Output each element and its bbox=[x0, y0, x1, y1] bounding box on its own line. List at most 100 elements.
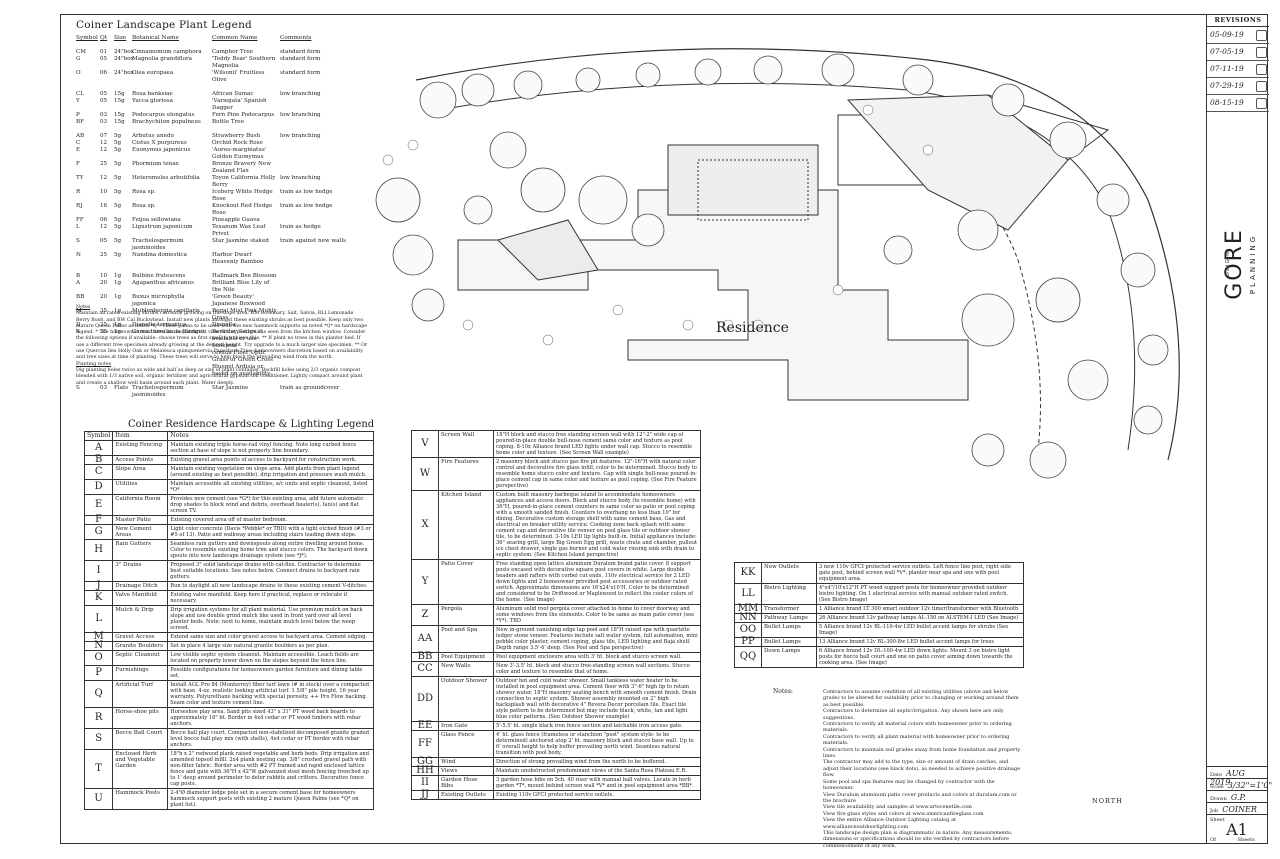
plant-group-gap bbox=[76, 126, 366, 133]
legend-notes: 2 masonry block and stucco gas fire pit … bbox=[493, 457, 701, 491]
legend-notes: Run to daylight all new landscape drains… bbox=[167, 581, 374, 591]
legend-notes: Light color concrete (Davis *Pebble* or … bbox=[167, 524, 374, 540]
plant-cell: Brilliant Blue Lily of the Nile bbox=[212, 280, 270, 293]
plant-cell: 24"box bbox=[114, 56, 134, 62]
plant-cell: Heteromeles arbutifolia bbox=[132, 175, 200, 181]
plant-cell: 5g bbox=[114, 161, 122, 167]
general-note-line: View fire glass styles and colors at www… bbox=[823, 810, 984, 817]
plant-cell: 35 bbox=[100, 329, 108, 335]
legend-item: Views bbox=[438, 766, 494, 776]
field-value: G.P. bbox=[1230, 793, 1246, 802]
general-note-line: Contractors to maintain soil grades away… bbox=[823, 746, 1021, 760]
plant-cell: Buxus microphylla japonica bbox=[132, 294, 185, 307]
plant-cell: 5g bbox=[114, 140, 122, 146]
legend-notes: 13 Alliance brand 12v BL-300-8w LED bull… bbox=[816, 637, 1024, 647]
legend-symbol: AA bbox=[411, 625, 439, 653]
legend-item: Bocce Ball Court bbox=[112, 728, 169, 750]
legend-notes: Extend same size and color gravel access… bbox=[167, 632, 374, 642]
header-item: Item bbox=[112, 431, 169, 441]
legend-notes: New in-ground vanishing edge lap pool an… bbox=[493, 625, 701, 653]
plant-cell: 15g bbox=[114, 98, 125, 104]
legend-symbol: DD bbox=[411, 676, 439, 722]
hardscape-legend-title: Coiner Residence Hardscape & Lighting Le… bbox=[128, 419, 375, 430]
plant-cell: Bottle Tree bbox=[212, 119, 244, 125]
plant-cell: BB bbox=[76, 294, 85, 300]
legend-symbol: S bbox=[83, 728, 114, 750]
plant-cell bbox=[280, 119, 366, 126]
plant-cell: E bbox=[76, 147, 81, 153]
plant-cell: Euonymus japonicus bbox=[132, 147, 191, 153]
plant-cell bbox=[280, 161, 366, 175]
plant-cell: Arbutus unedo bbox=[132, 133, 174, 139]
plant-cell: A bbox=[76, 280, 81, 286]
legend-notes: Set in place 4 large size natural granit… bbox=[167, 641, 374, 651]
legend-item: Down Lamps bbox=[761, 646, 817, 668]
plant-cell: O bbox=[76, 70, 81, 76]
legend-item: Existing Fencing bbox=[112, 440, 169, 456]
plant-cell bbox=[280, 252, 366, 266]
legend-symbol: LL bbox=[734, 583, 762, 605]
legend-notes: Direction of strong prevailing wind from… bbox=[493, 757, 701, 767]
legend-symbol: D bbox=[83, 479, 114, 495]
legend-item: Slope Area bbox=[112, 464, 169, 480]
plant-cell: Magnolia grandiflora bbox=[132, 56, 192, 62]
legend-item: Pool Equipment bbox=[438, 652, 494, 662]
plant-cell: 5g bbox=[114, 252, 122, 258]
plant-cell: Bronze Bravery New Zealand Flax bbox=[212, 161, 271, 174]
field-value: 3/32"=1'0" bbox=[1227, 781, 1273, 790]
plant-group-gap bbox=[76, 84, 366, 91]
plant-cell: Feijoa sellowiana bbox=[132, 217, 181, 223]
legend-notes: Free standing open lattice aluminum Dura… bbox=[493, 559, 701, 605]
plant-cell: CM bbox=[76, 49, 87, 55]
legend-notes: Existing covered area off of master bedr… bbox=[167, 515, 374, 525]
legend-item: 3" Drains bbox=[112, 560, 169, 582]
plant-cell: P bbox=[76, 112, 80, 118]
legend-item: Granite Boulders bbox=[112, 641, 169, 651]
legend-notes: Outdoor hot and cold water shower. Small… bbox=[493, 676, 701, 722]
plant-cell: standard form bbox=[280, 56, 321, 62]
legend-notes: Horseshoe play area. Sand pits sized 43"… bbox=[167, 707, 374, 729]
legend-notes: 3 new 110v GFCI protected service outlet… bbox=[816, 562, 1024, 584]
drawing-sheet-border bbox=[60, 14, 1268, 844]
legend-symbol: JJ bbox=[411, 790, 439, 800]
legend-symbol: Z bbox=[411, 604, 439, 626]
revision-date: 07-29-19 bbox=[1207, 78, 1269, 95]
plant-cell: Olea europaea bbox=[132, 70, 174, 76]
plant-cell: Cistus X purpureus bbox=[132, 140, 187, 146]
plant-cell: 1g bbox=[114, 294, 122, 300]
legend-notes: 3 garden hose bibs on 5ch. 40 riser with… bbox=[493, 775, 701, 791]
legend-notes: Maintain existing vegetation on slope ar… bbox=[167, 464, 374, 480]
legend-symbol: PP bbox=[734, 637, 762, 647]
logo-designer: Brad Gore bbox=[1225, 251, 1231, 276]
sheet-number-box: Sheet A1 Of Sheets bbox=[1207, 814, 1267, 844]
plant-cell: Strawberry Bush bbox=[212, 133, 261, 139]
plant-cell: Orchid Rock Rose bbox=[212, 140, 263, 146]
plant-legend-col-header: Common Name bbox=[212, 35, 258, 41]
legend-item: Pool and Spa bbox=[438, 625, 494, 653]
legend-notes: 5 Alliance brand 12v BL-110-4w LED bulle… bbox=[816, 622, 1024, 638]
plant-cell: Brachychiton populneus bbox=[132, 119, 201, 125]
plant-cell: Toyon California Holly Berry bbox=[212, 175, 276, 188]
plant-cell: 'Aureo-marginatus' Golden Euonymus bbox=[212, 147, 267, 160]
field-label: Drawn bbox=[1210, 796, 1227, 802]
legend-item: Iron Gate bbox=[438, 721, 494, 731]
legend-item: Septic Cleanout bbox=[112, 650, 169, 666]
